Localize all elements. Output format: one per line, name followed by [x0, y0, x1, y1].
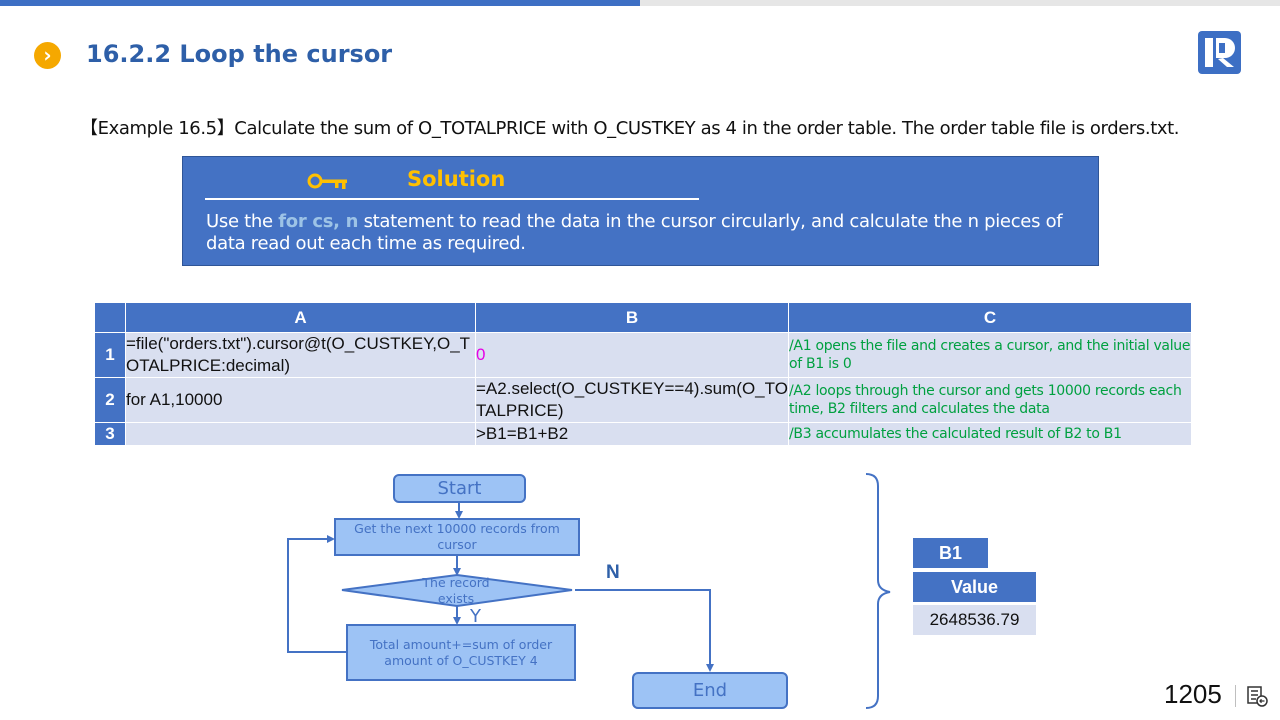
result-brace: [865, 473, 891, 709]
column-header-a: A: [125, 302, 476, 333]
solution-box: Solution Use the for cs, n statement to …: [182, 156, 1099, 266]
cell-b2: =A2.select(O_CUSTKEY==4).sum(O_TOTALPRIC…: [475, 377, 789, 423]
row-number: 2: [94, 377, 126, 423]
row-number: 3: [94, 422, 126, 446]
table-row: 1 =file("orders.txt").cursor@t(O_CUSTKEY…: [94, 332, 1192, 378]
flow-yes-label: Y: [470, 606, 481, 627]
progress-bar-fill: [0, 0, 640, 6]
result-cell-label: B1: [913, 538, 988, 568]
flow-end: End: [632, 672, 788, 709]
cell-c3: /B3 accumulates the calculated result of…: [788, 422, 1192, 446]
cell-c1: /A1 opens the file and creates a cursor,…: [788, 332, 1192, 378]
page-number: 1205: [1164, 679, 1222, 709]
cell-b1: 0: [475, 332, 789, 378]
code-grid: A B C 1 =file("orders.txt").cursor@t(O_C…: [94, 302, 1192, 446]
row-number: 1: [94, 332, 126, 378]
example-statement: 【Example 16.5】Calculate the sum of O_TOT…: [80, 118, 1180, 139]
cell-c2: /A2 loops through the cursor and gets 10…: [788, 377, 1192, 423]
solution-highlight: for cs, n: [278, 211, 359, 232]
solution-title: Solution: [407, 167, 506, 191]
column-header-b: B: [475, 302, 789, 333]
column-header-c: C: [788, 302, 1192, 333]
grid-header-row: A B C: [94, 302, 1192, 333]
flow-condition-label: The record exists: [422, 575, 490, 606]
chevron-right-icon: ›: [34, 42, 61, 69]
result-value: 2648536.79: [913, 605, 1036, 635]
flow-accumulate: Total amount+=sum of order amount of O_C…: [346, 624, 576, 681]
solution-text: Use the for cs, n statement to read the …: [206, 211, 1076, 255]
return-to-contents-icon[interactable]: [1245, 684, 1269, 708]
raqsoft-r-logo-icon: [1198, 31, 1241, 74]
flow-no-label: N: [606, 562, 620, 583]
cell-a2: for A1,10000: [125, 377, 476, 423]
flow-start: Start: [393, 474, 526, 503]
solution-divider: [205, 198, 699, 200]
solution-text-after: statement to read the data in the cursor…: [206, 211, 1063, 254]
grid-corner: [94, 302, 126, 333]
result-value-header: Value: [913, 572, 1036, 602]
table-row: 3 >B1=B1+B2 /B3 accumulates the calculat…: [94, 422, 1192, 446]
solution-text-before: Use the: [206, 211, 279, 232]
flow-get-next: Get the next 10000 records from cursor: [334, 518, 580, 556]
arrow-no: [575, 589, 714, 672]
table-row: 2 for A1,10000 =A2.select(O_CUSTKEY==4).…: [94, 377, 1192, 423]
footer-divider: [1235, 685, 1236, 707]
page-title: 16.2.2 Loop the cursor: [86, 40, 393, 68]
key-icon: [307, 173, 347, 189]
cell-a1: =file("orders.txt").cursor@t(O_CUSTKEY,O…: [125, 332, 476, 378]
cell-b3: >B1=B1+B2: [475, 422, 789, 446]
cell-a3: [125, 422, 476, 446]
progress-bar-track: [0, 0, 1280, 6]
